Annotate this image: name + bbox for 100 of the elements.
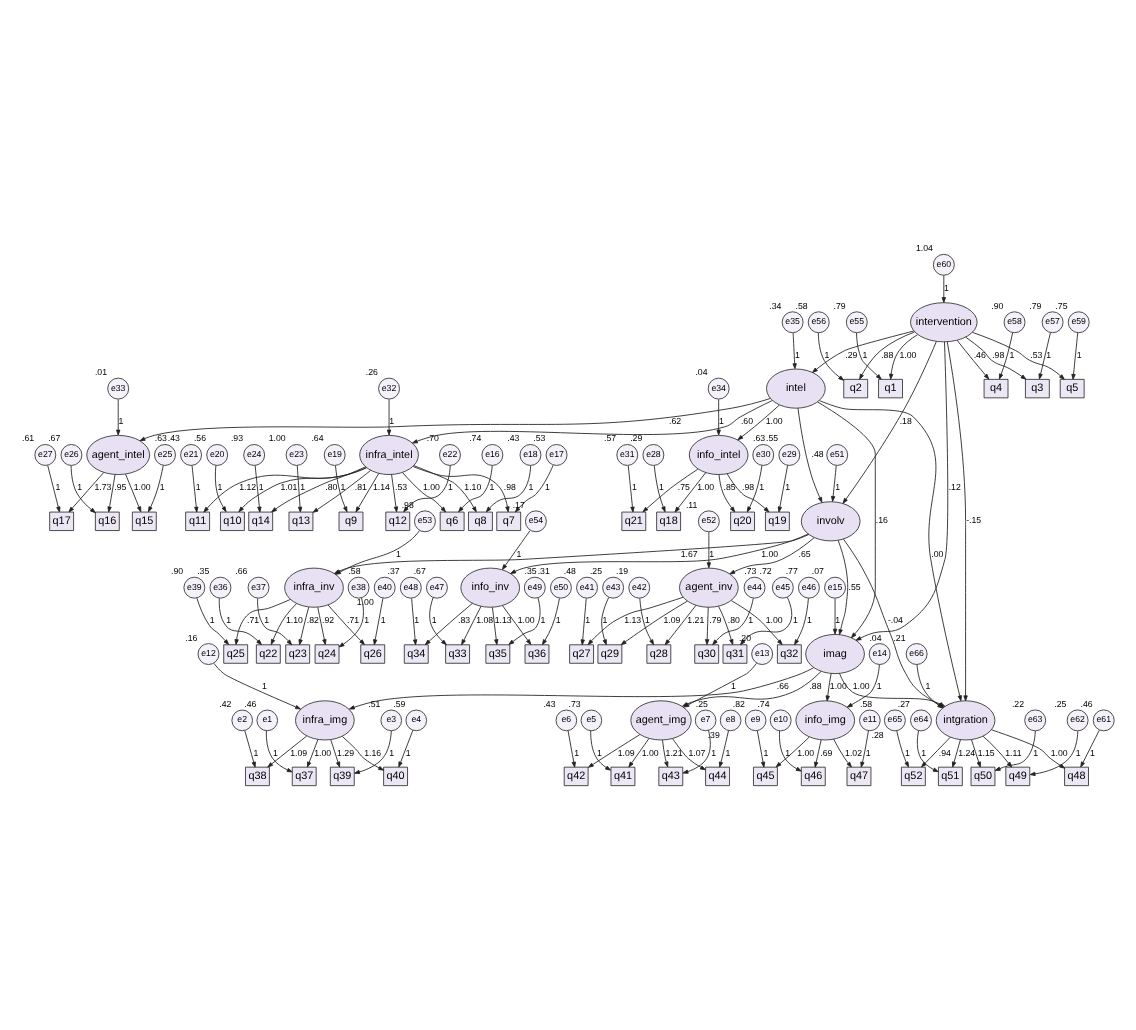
arrow	[729, 537, 815, 575]
arrow	[68, 472, 105, 513]
arrow	[775, 736, 810, 768]
arrow	[196, 597, 229, 645]
arrow	[218, 597, 262, 645]
arrow	[1080, 729, 1100, 768]
arrow	[338, 597, 364, 648]
arrow	[244, 730, 256, 768]
arrow	[341, 735, 385, 771]
arrow	[846, 664, 880, 708]
arrow	[510, 533, 809, 574]
arrow	[271, 466, 366, 513]
arrow	[107, 474, 116, 513]
arrow	[956, 339, 990, 380]
arrow	[298, 606, 310, 646]
arrow	[982, 735, 1013, 768]
arrow	[312, 470, 372, 513]
arrow	[837, 539, 849, 635]
arrow	[731, 600, 783, 645]
arrow	[856, 332, 882, 380]
arrow	[429, 597, 447, 646]
arrow	[726, 473, 770, 513]
arrow	[797, 407, 823, 503]
arrow	[402, 472, 447, 513]
arrow	[501, 530, 531, 570]
arrow	[716, 399, 721, 436]
arrow	[756, 730, 766, 768]
arrow	[265, 730, 293, 773]
arrow	[588, 734, 641, 768]
arrow	[740, 596, 793, 646]
arrow	[817, 332, 845, 381]
arrow	[941, 275, 946, 303]
arrow	[794, 597, 809, 646]
arrow	[859, 331, 915, 380]
arrow	[580, 598, 587, 646]
arrow	[267, 735, 308, 768]
arrow	[971, 739, 981, 768]
arrow	[855, 341, 949, 641]
arrow	[1029, 730, 1079, 777]
arrow	[972, 331, 1065, 380]
arrow	[514, 464, 554, 513]
arrow	[737, 404, 780, 441]
arrow	[47, 465, 61, 513]
arrow	[335, 465, 348, 513]
arrow	[664, 604, 697, 646]
arrow	[627, 465, 635, 513]
arrow	[148, 465, 164, 513]
arrow	[718, 605, 734, 645]
arrow	[412, 466, 510, 513]
arrow	[296, 465, 303, 513]
arrow	[317, 606, 327, 645]
arrow	[998, 332, 1014, 380]
arrow	[203, 467, 367, 513]
arrow	[373, 597, 384, 646]
arrow	[746, 465, 763, 513]
arrow	[653, 465, 666, 513]
arrow	[674, 472, 707, 513]
arrow	[642, 468, 699, 513]
arrow	[777, 465, 789, 513]
arrow	[601, 597, 610, 646]
arrow	[812, 330, 915, 373]
arrow	[234, 599, 291, 645]
arrow	[214, 465, 227, 513]
arrow	[116, 399, 121, 436]
arrow	[833, 738, 852, 768]
arrow	[921, 736, 951, 768]
arrow	[792, 332, 797, 370]
arrow	[718, 730, 729, 768]
arrow	[542, 597, 560, 646]
arrow	[485, 465, 532, 513]
arrow	[461, 605, 482, 646]
arrow	[991, 729, 1065, 769]
arrow	[386, 399, 392, 436]
arrow	[994, 730, 1036, 771]
arrow	[825, 673, 832, 702]
arrow	[191, 465, 199, 513]
arrow	[965, 336, 1027, 380]
arrow	[896, 730, 909, 768]
arrow	[860, 730, 869, 768]
arrow	[403, 465, 451, 513]
arrow	[817, 401, 876, 639]
arrow	[916, 730, 939, 773]
arrow	[458, 465, 493, 513]
arrow	[567, 730, 576, 768]
arrow	[412, 400, 773, 444]
arrow	[639, 597, 655, 646]
arrow	[628, 738, 650, 768]
arrow	[492, 606, 499, 645]
arrow	[842, 341, 937, 504]
arrow	[270, 603, 297, 645]
arrow	[718, 474, 736, 513]
arrow	[889, 334, 918, 380]
arrow	[662, 739, 669, 768]
arrow	[125, 473, 142, 513]
arrow	[257, 598, 293, 646]
arrow	[354, 730, 392, 775]
arrow	[306, 739, 319, 768]
arrow	[330, 739, 341, 768]
arrow	[819, 400, 962, 702]
arrow	[139, 398, 771, 442]
